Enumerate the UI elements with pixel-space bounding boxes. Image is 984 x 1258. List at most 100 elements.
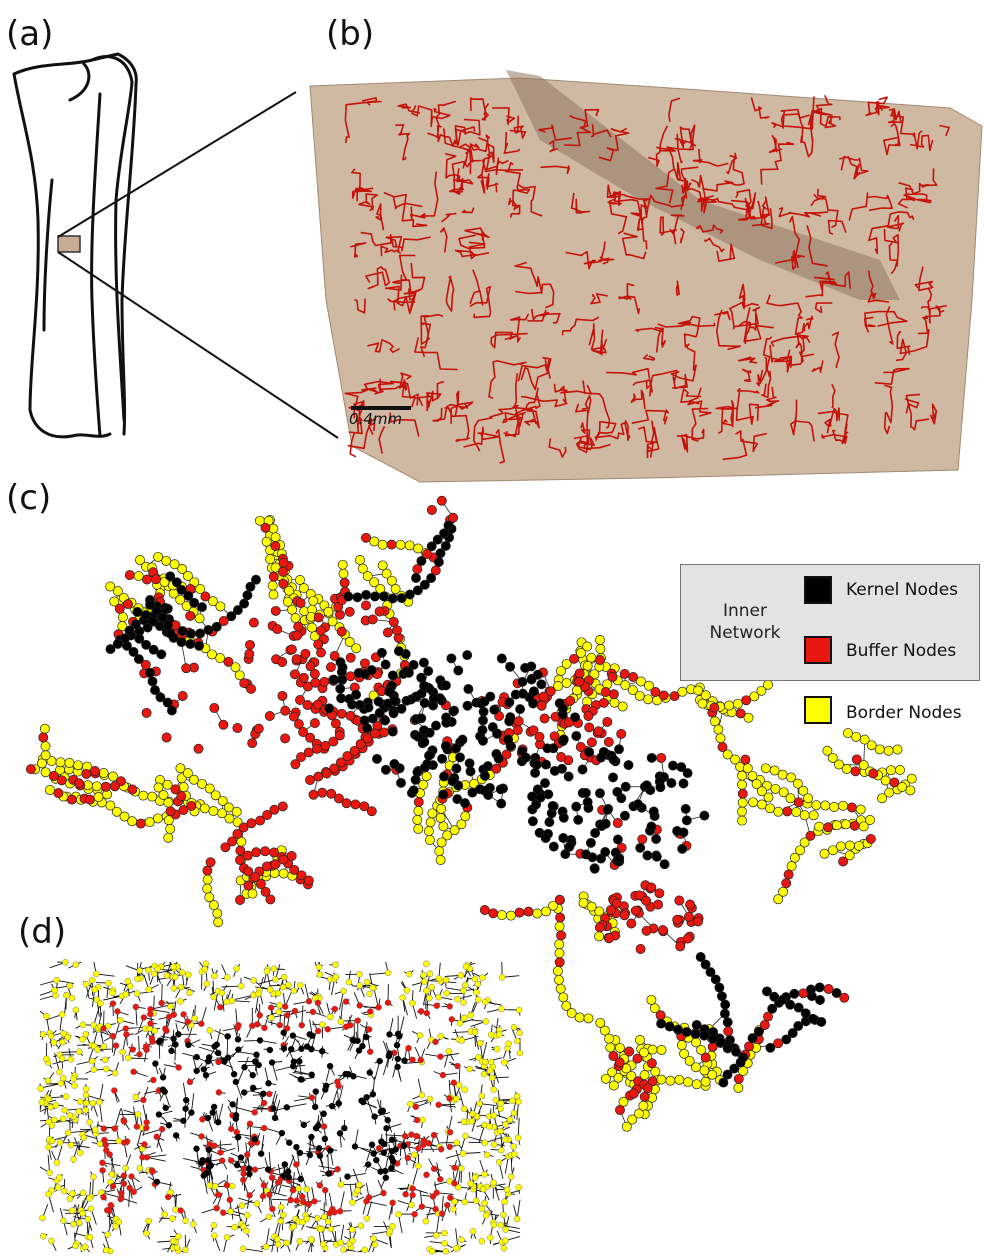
border-node: [566, 1008, 577, 1019]
border-node: [497, 910, 507, 921]
kernel-node: [412, 585, 423, 596]
network-graph-d: [37, 959, 524, 1255]
kernel-node: [172, 1041, 179, 1048]
panel-label-b: (b): [326, 14, 375, 54]
border-node: [445, 1048, 452, 1055]
kernel-node: [431, 720, 441, 731]
buffer-node: [287, 1196, 294, 1204]
kernel-node: [380, 715, 391, 726]
buffer-node: [693, 916, 704, 927]
border-node: [604, 1033, 614, 1044]
border-node: [63, 992, 70, 999]
buffer-node: [219, 1209, 227, 1216]
border-node: [204, 892, 215, 903]
buffer-node: [272, 624, 283, 635]
buffer-node: [454, 1062, 461, 1070]
kernel-node: [600, 847, 611, 857]
buffer-node: [193, 743, 204, 754]
border-node: [482, 1018, 490, 1025]
kernel-node: [496, 653, 507, 664]
border-node: [390, 584, 401, 594]
border-node: [58, 1011, 66, 1018]
border-node: [436, 803, 447, 814]
border-node: [59, 1115, 67, 1123]
border-node: [627, 1114, 638, 1125]
border-node: [732, 698, 743, 709]
buffer-node: [253, 723, 264, 734]
kernel-node: [401, 695, 412, 706]
buffer-node: [278, 557, 289, 568]
border-node: [195, 584, 206, 595]
buffer-node: [247, 738, 258, 749]
border-node: [362, 571, 373, 582]
kernel-node: [681, 1027, 692, 1037]
border-node: [274, 1235, 281, 1243]
border-node: [467, 1180, 474, 1187]
buffer-node: [251, 847, 262, 858]
kernel-node: [557, 703, 568, 714]
buffer-node: [336, 1208, 344, 1215]
border-node: [298, 583, 309, 594]
border-node: [743, 712, 754, 723]
buffer-node: [422, 549, 432, 559]
kernel-node: [354, 1037, 361, 1045]
kernel-node: [571, 731, 582, 741]
buffer-node: [120, 1180, 128, 1188]
border-node: [267, 580, 278, 591]
kernel-node: [156, 649, 167, 660]
buffer-node: [129, 1046, 136, 1053]
kernel-node: [483, 790, 494, 800]
border-node: [555, 983, 566, 994]
kernel-node: [648, 806, 659, 817]
border-node: [449, 825, 460, 836]
kernel-node: [526, 661, 537, 672]
border-node: [490, 1221, 497, 1229]
buffer-node: [641, 925, 652, 936]
border-node: [308, 1235, 315, 1243]
kernel-node: [395, 1030, 402, 1038]
border-node: [84, 1216, 92, 1223]
kernel-node: [478, 706, 489, 717]
buffer-node: [164, 1193, 172, 1201]
legend-group-label: Inner Network: [690, 600, 800, 644]
buffer-node: [260, 886, 271, 897]
kernel-node: [199, 1157, 206, 1164]
border-node: [413, 823, 424, 834]
kernel-node: [324, 703, 335, 714]
kernel-node: [283, 1104, 290, 1111]
border-node: [332, 961, 339, 968]
buffer-node: [647, 1076, 658, 1087]
border-node: [224, 813, 235, 824]
buffer-node: [184, 1018, 192, 1025]
border-node: [337, 559, 348, 570]
border-node: [202, 960, 210, 967]
kernel-node: [690, 1029, 701, 1039]
border-node: [163, 832, 174, 843]
buffer-node: [793, 797, 804, 808]
border-node: [883, 745, 894, 756]
border-node: [683, 1077, 693, 1088]
border-node: [554, 948, 565, 959]
border-node: [656, 1045, 667, 1055]
buffer-node: [103, 1147, 110, 1154]
legend-label-border: Border Nodes: [846, 703, 962, 723]
buffer-node: [227, 1157, 235, 1164]
buffer-node: [81, 768, 92, 779]
border-node: [498, 1005, 505, 1013]
border-node: [450, 1205, 457, 1213]
kernel-node: [729, 1063, 740, 1074]
kernel-node: [419, 579, 430, 590]
border-node: [177, 564, 188, 574]
buffer-node: [299, 1193, 306, 1200]
kernel-node: [371, 1113, 378, 1120]
buffer-node: [380, 1189, 387, 1197]
buffer-node: [595, 655, 605, 665]
kernel-node: [232, 605, 243, 616]
border-node: [514, 1134, 522, 1142]
kernel-node: [105, 644, 116, 655]
border-node: [203, 980, 211, 987]
buffer-node: [628, 672, 639, 682]
border-node: [112, 1223, 119, 1230]
buffer-node: [733, 1073, 744, 1084]
buffer-node: [243, 866, 254, 877]
